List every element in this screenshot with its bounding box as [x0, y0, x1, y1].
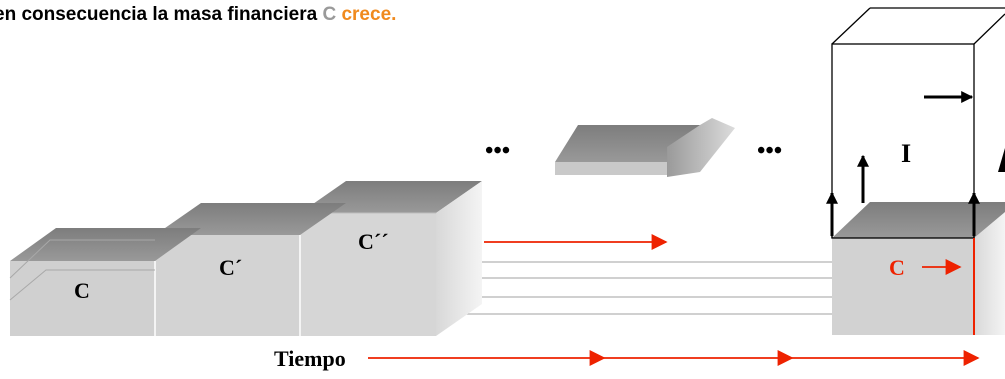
ellipsis-left: •••: [485, 138, 510, 164]
red-arrows: [484, 234, 962, 275]
headline-grow-word: crece.: [341, 4, 397, 25]
intermediate-slab: [555, 118, 735, 177]
time-label: Tiempo: [274, 346, 346, 371]
partial-arrow-right-edge: [998, 148, 1005, 172]
headline-prefix: en consecuencia la masa financiera: [0, 4, 318, 25]
label-c-first: C: [74, 278, 90, 303]
label-c-last: C: [889, 255, 905, 280]
box-c-last: [832, 202, 1005, 335]
box-c-prime: [155, 203, 346, 336]
box-c-double-prime: [300, 181, 482, 336]
label-i-column: I: [901, 139, 911, 168]
label-c-prime: C´: [219, 255, 242, 280]
label-c-double-prime: C´´: [358, 229, 389, 254]
box-c-first: [9, 228, 201, 336]
ellipsis-right: •••: [757, 138, 782, 164]
growth-arrows: [826, 91, 980, 236]
wireframe-column: [831, 7, 1005, 239]
headline-c-letter: C: [322, 4, 337, 25]
headline: en consecuencia la masa financiera C cre…: [0, 4, 396, 26]
